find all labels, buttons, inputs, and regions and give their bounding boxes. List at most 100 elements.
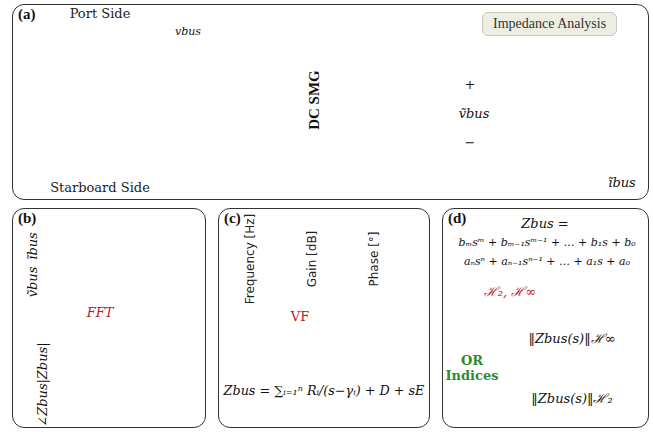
text-holder: Impedance Analysis bbox=[493, 16, 606, 32]
wire bbox=[137, 86, 146, 90]
text-holder: Zbus = ∑ᵢ₌₁ⁿ Rᵢ/(s−γᵢ) + D + sE bbox=[224, 383, 425, 398]
current-chirp bbox=[50, 227, 165, 257]
converter-symbol bbox=[200, 156, 220, 172]
panel-label: (c) bbox=[224, 210, 241, 227]
norm-index: ‖Zbus(s)‖ℋ₂ bbox=[531, 389, 612, 407]
panel-label: (d) bbox=[448, 210, 466, 227]
wire bbox=[183, 68, 192, 72]
brace bbox=[497, 324, 512, 412]
wire bbox=[137, 112, 146, 116]
column-label: Frequency [Hz] bbox=[243, 214, 257, 305]
storage-symbol bbox=[38, 83, 52, 97]
text-holder: DC SMG bbox=[306, 70, 323, 130]
propeller-symbol bbox=[28, 157, 40, 171]
wire bbox=[108, 140, 137, 141]
wire bbox=[220, 105, 245, 106]
converter-symbol bbox=[200, 64, 220, 80]
text-holder: |Zbus| bbox=[35, 342, 50, 383]
magnitude-curve bbox=[58, 349, 198, 374]
wire bbox=[147, 140, 176, 141]
text-holder: vbus bbox=[175, 25, 201, 38]
wire bbox=[57, 42, 88, 43]
system-label: DC SMG bbox=[306, 70, 323, 130]
axis-label: |Zbus| bbox=[35, 342, 50, 383]
converter-symbol bbox=[88, 34, 108, 50]
wire bbox=[108, 164, 137, 165]
wire bbox=[220, 132, 245, 133]
process-arrow bbox=[545, 278, 565, 312]
equation: Zbus = ∑ᵢ₌₁ⁿ Rᵢ/(s−γᵢ) + D + sE bbox=[224, 383, 425, 398]
text-holder: ∠Zbus bbox=[35, 383, 50, 426]
wire bbox=[193, 45, 201, 46]
polarity-sign: + bbox=[465, 77, 476, 92]
wire bbox=[52, 67, 88, 68]
wire bbox=[137, 63, 146, 67]
title-box: Impedance Analysis bbox=[482, 12, 617, 36]
converter-symbol bbox=[200, 124, 220, 140]
wire bbox=[220, 45, 245, 46]
text-holder: (a) bbox=[18, 6, 36, 23]
wire bbox=[108, 67, 137, 68]
plot-frame bbox=[58, 388, 198, 422]
side-label: Starboard Side bbox=[50, 180, 150, 195]
equation-numerator: bₘsᵐ + bₘ₋₁sᵐ⁻¹ + … + b₁s + b₀ bbox=[458, 236, 635, 249]
data-column bbox=[324, 216, 338, 300]
wire bbox=[108, 90, 137, 91]
norm-label: ℋ₂, ℋ∞ bbox=[484, 282, 536, 300]
wire bbox=[147, 90, 176, 91]
flow-arrow bbox=[430, 328, 442, 330]
wire bbox=[108, 42, 137, 43]
converter-symbol bbox=[88, 82, 108, 98]
wire bbox=[175, 164, 183, 165]
analysis-wedge bbox=[428, 24, 455, 194]
flow-arrow bbox=[206, 328, 218, 330]
phase-curve bbox=[58, 392, 198, 409]
signal-label: ṽbus bbox=[459, 106, 490, 121]
wire bbox=[220, 164, 228, 165]
text-holder: ĩbus bbox=[25, 232, 40, 260]
ship-hull: Port SideDC SMGStarboard Side bbox=[22, 22, 440, 178]
process-arrow bbox=[91, 322, 109, 343]
wire bbox=[137, 160, 146, 164]
converter-symbol bbox=[88, 132, 108, 148]
index-label: OR Indices bbox=[444, 353, 500, 383]
converter-symbol bbox=[88, 156, 108, 172]
storage-symbol bbox=[38, 133, 52, 147]
converter-symbol bbox=[200, 37, 220, 53]
wire bbox=[52, 90, 88, 91]
source-symbol bbox=[38, 60, 52, 74]
hull-shape bbox=[22, 22, 440, 178]
polarity-sign: − bbox=[465, 135, 476, 150]
generated-figures bbox=[28, 34, 400, 409]
text-holder: bₘsᵐ + bₘ₋₁sᵐ⁻¹ + … + b₁s + b₀ bbox=[458, 236, 635, 249]
text-holder: (b) bbox=[18, 210, 36, 227]
column-label: Gain [dB] bbox=[305, 231, 319, 288]
wire bbox=[147, 164, 176, 165]
wire bbox=[220, 72, 245, 73]
wire bbox=[175, 105, 183, 106]
fraction-bar bbox=[454, 251, 640, 252]
text-holder: ṽbus bbox=[459, 106, 490, 121]
load-symbol bbox=[245, 38, 259, 52]
signal-label: ĩbus bbox=[25, 232, 40, 260]
wire bbox=[137, 38, 146, 42]
converter-symbol bbox=[88, 59, 108, 75]
load-symbol bbox=[248, 157, 262, 171]
wire bbox=[183, 160, 192, 164]
wire bbox=[183, 101, 192, 105]
text-holder: Frequency [Hz] bbox=[243, 214, 257, 305]
text-holder: OR Indices bbox=[444, 353, 500, 383]
text-holder: ‖Zbus(s)‖ℋ₂ bbox=[531, 389, 612, 407]
column-label: Phase [°] bbox=[367, 231, 381, 286]
load-symbol bbox=[245, 65, 259, 79]
text-holder: + bbox=[465, 77, 476, 92]
method-label: VF bbox=[291, 309, 309, 324]
flow-arrow bbox=[5, 122, 12, 362]
text-holder: aₙsⁿ + aₙ₋₁sⁿ⁻¹ + … + a₁s + a₀ bbox=[464, 255, 630, 268]
wire bbox=[175, 45, 183, 46]
wire bbox=[147, 67, 176, 68]
signal-label: ṽbus bbox=[25, 267, 40, 298]
propeller-symbol bbox=[28, 35, 40, 49]
text-holder: FFT bbox=[87, 305, 114, 320]
plot-frame bbox=[58, 346, 198, 380]
